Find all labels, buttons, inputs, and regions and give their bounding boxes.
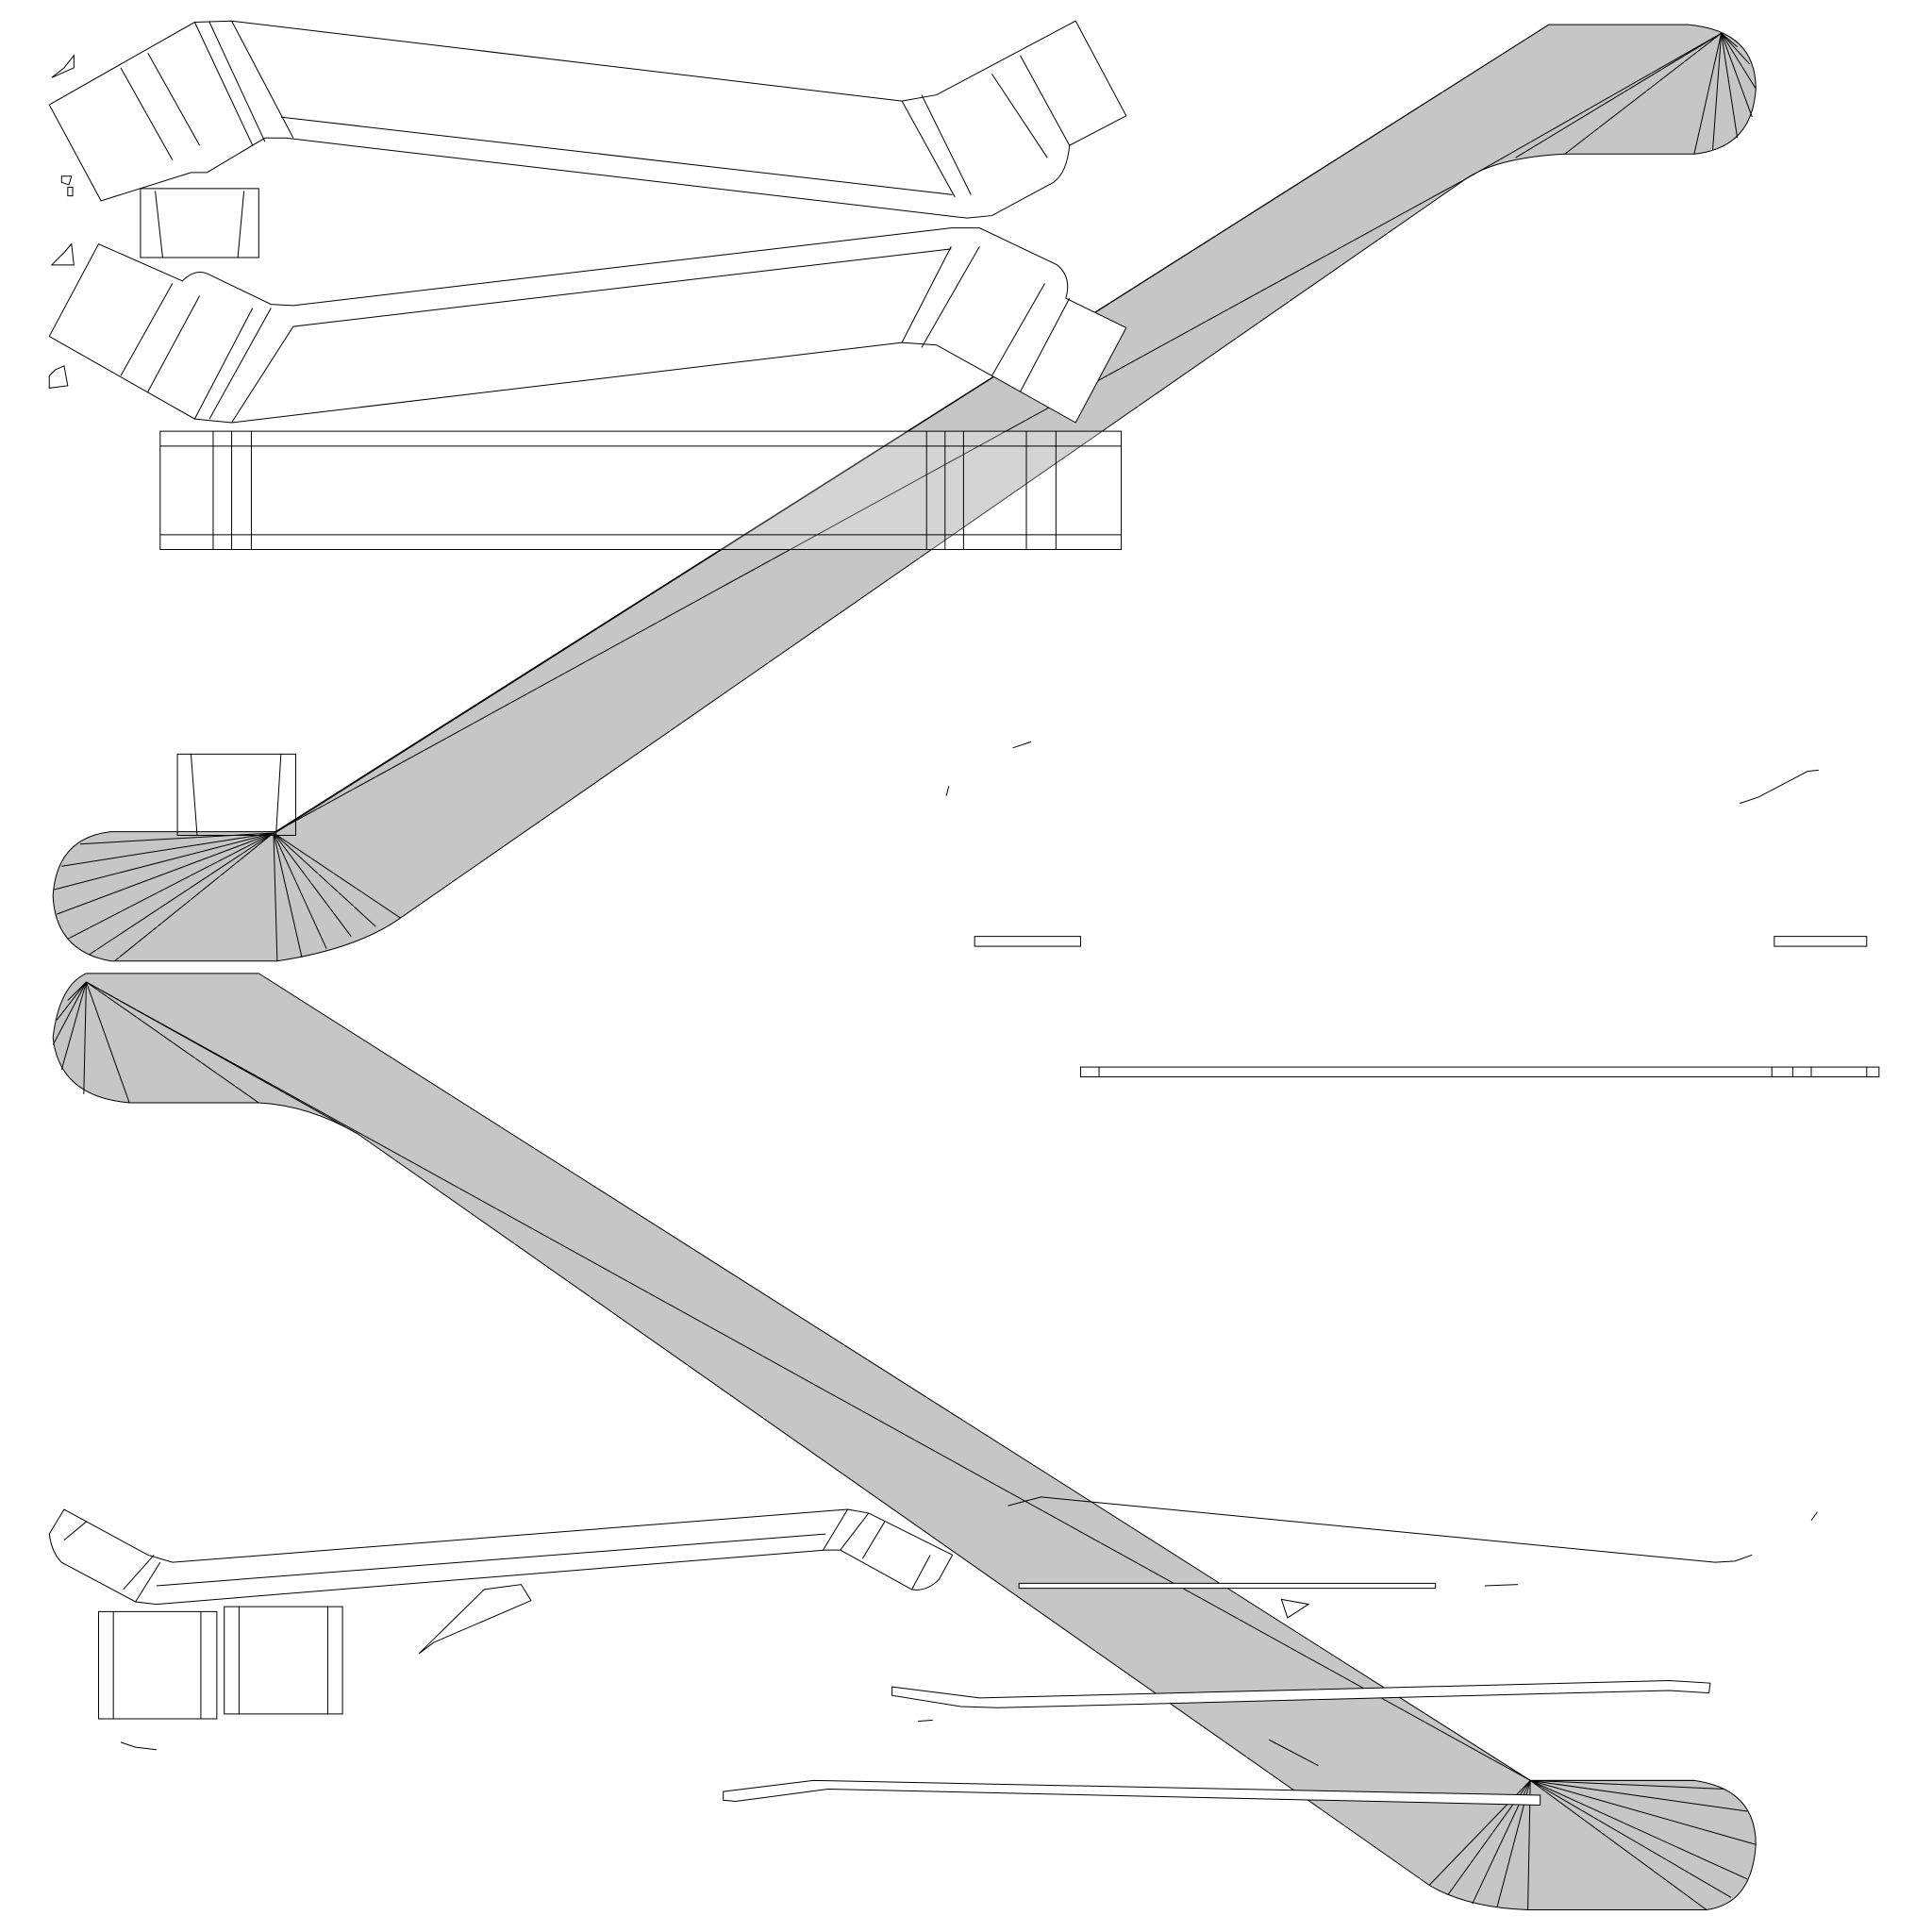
bottom-panel-1-lines — [113, 1611, 201, 1719]
lower-band-fan-lines — [53, 982, 1756, 1910]
fan-line — [274, 833, 401, 918]
fan-line — [86, 982, 1530, 1780]
fan-line — [84, 982, 87, 1094]
fan-line — [89, 833, 274, 955]
fan-line — [1466, 33, 1721, 178]
fan-line — [1722, 33, 1750, 64]
fan-line — [57, 982, 86, 1020]
bottom-stray-lines — [121, 1720, 933, 1749]
fan-line — [80, 833, 274, 844]
fan-line — [1530, 1780, 1747, 1878]
long-rectangle-panel — [160, 431, 1122, 549]
bottom-strip-divisions — [64, 1509, 930, 1602]
fan-line — [274, 833, 326, 949]
fan-line — [274, 178, 1466, 833]
small-panel-1-lines — [156, 191, 244, 258]
thin-bar-divisions — [1099, 1067, 1867, 1076]
fan-line — [68, 833, 274, 939]
bottom-panel-2 — [225, 1607, 342, 1714]
top-handrail-strip-1 — [49, 21, 1126, 218]
long-stray-line — [1008, 1497, 1817, 1766]
small-panel-2-lines — [191, 754, 280, 835]
fan-line — [86, 982, 129, 1103]
stray-lines — [946, 741, 1819, 803]
long-thin-bar — [1080, 1067, 1878, 1076]
fan-line — [86, 982, 258, 1103]
fan-line — [54, 833, 273, 890]
fan-line — [68, 982, 87, 1001]
short-bar-1 — [974, 937, 1080, 946]
fan-line — [53, 982, 86, 1045]
fan-line — [274, 25, 1549, 833]
thin-strip-1 — [892, 1681, 1710, 1708]
fan-line — [61, 833, 274, 866]
fan-line — [1530, 1780, 1707, 1909]
fan-line — [61, 982, 86, 1070]
fan-line — [1722, 33, 1757, 89]
lower-escalator-band — [53, 974, 1756, 1910]
fan-line — [1530, 1780, 1724, 1789]
fan-line — [1722, 33, 1753, 117]
fan-line — [1516, 33, 1722, 158]
fan-line — [274, 833, 277, 961]
thin-strip-2 — [724, 1780, 1541, 1805]
top-strip-2-divisions — [121, 246, 1070, 423]
fan-line — [274, 833, 302, 958]
fan-line — [1530, 1780, 1756, 1844]
short-bar-2 — [1774, 937, 1867, 946]
dense-thin-bar — [1019, 1583, 1435, 1588]
long-rectangle-lines — [160, 431, 1122, 549]
bottom-panel-2-lines — [239, 1607, 327, 1714]
fan-line — [274, 833, 375, 926]
fan-line — [1530, 1780, 1747, 1811]
small-fan-fragment — [1281, 1585, 1518, 1618]
bottom-panel-1 — [98, 1611, 216, 1719]
bottom-small-strip — [419, 1585, 531, 1654]
fan-line — [1722, 33, 1738, 138]
fan-line — [274, 833, 351, 937]
fan-line — [1713, 33, 1722, 150]
fan-line — [1565, 33, 1722, 154]
fan-line — [1530, 1780, 1731, 1897]
fan-line — [1694, 33, 1722, 154]
small-fragments-left — [49, 56, 74, 389]
upper-band-fan-lines — [54, 25, 1756, 961]
fan-line — [57, 833, 274, 914]
top-strip-1-divisions — [121, 21, 1070, 197]
top-handrail-strip-2 — [49, 228, 1126, 423]
small-panel-2 — [177, 754, 295, 835]
fan-line — [114, 833, 273, 961]
